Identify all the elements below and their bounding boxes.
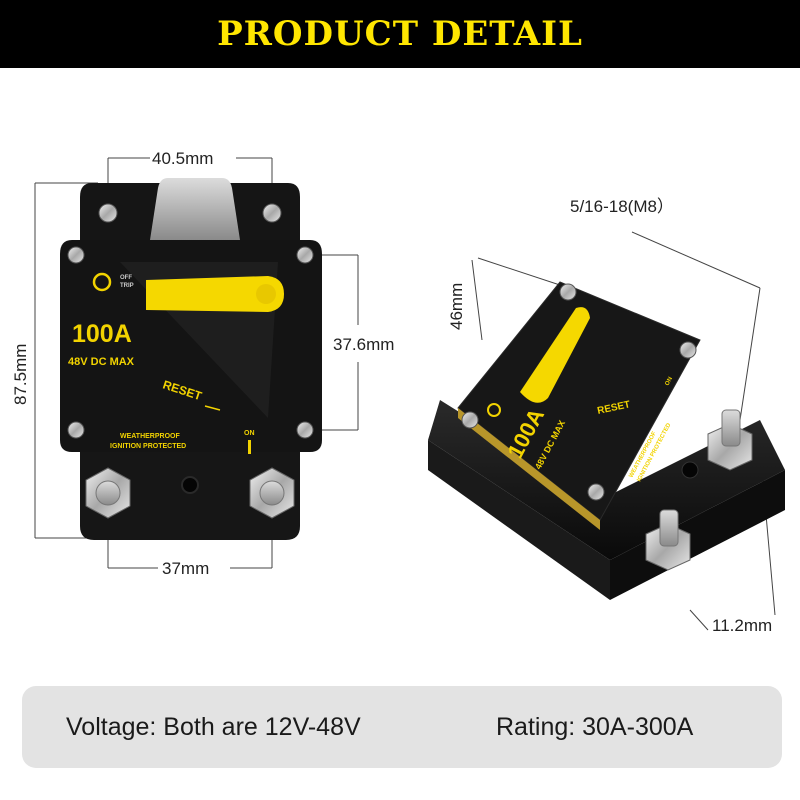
- trip-label: TRIP: [120, 283, 134, 289]
- ignition-protected-label: IGNITION PROTECTED: [110, 443, 186, 450]
- rating-label: 100A: [72, 320, 132, 348]
- dim-thread: 5/16-18(M8）: [570, 197, 674, 216]
- top-bracket: [150, 178, 240, 240]
- voltage-spec: Voltage: Both are 12V-48V: [66, 713, 361, 741]
- base-front: [428, 440, 610, 600]
- screw-icon: [67, 203, 314, 439]
- off-indicator-icon: [487, 403, 501, 417]
- dim-hole-spacing: 37.6mm: [333, 335, 394, 354]
- on-indicator-icon: [248, 440, 251, 454]
- mount-hole: [181, 476, 199, 494]
- dim-depth: 46mm: [447, 283, 466, 330]
- weatherproof-label: WEATHERPROOF: [120, 433, 180, 440]
- angled-view: 100A 48V DC MAX RESET WEATHERPROOF IGNIT…: [428, 197, 785, 635]
- header-banner: PRODUCT DETAIL: [0, 0, 800, 68]
- angled-top-face: [457, 281, 701, 521]
- page-title: PRODUCT DETAIL: [217, 14, 583, 54]
- lower-plate: [80, 452, 300, 540]
- front-view: OFF TRIP 100A 48V DC MAX RESET WEATHERPR…: [11, 149, 394, 578]
- dim-terminal-spacing: 37mm: [162, 559, 209, 578]
- dim-base-height: 11.2mm: [712, 616, 772, 635]
- dim-height: 87.5mm: [11, 344, 30, 405]
- terminal-bolt-icon: [645, 409, 753, 571]
- spec-footer: Voltage: Both are 12V-48V Rating: 30A-30…: [22, 686, 782, 768]
- terminal-bolt-icon: [85, 467, 295, 519]
- off-indicator-icon: [92, 272, 112, 292]
- lever-handle[interactable]: [146, 276, 284, 312]
- base-side: [610, 470, 785, 600]
- gold-trim: [458, 408, 600, 530]
- on-label: ON: [244, 430, 255, 437]
- reset-arrow-icon: [204, 405, 221, 411]
- lever-pivot: [256, 284, 276, 304]
- voltage-label: 48V DC MAX: [68, 356, 135, 368]
- angled-on-label: ON: [664, 376, 674, 387]
- angled-lever-handle[interactable]: [520, 307, 590, 403]
- rating-spec: Rating: 30A-300A: [496, 713, 694, 741]
- screw-icon: [461, 283, 697, 501]
- dim-top-width: 40.5mm: [152, 149, 213, 168]
- product-figure: OFF TRIP 100A 48V DC MAX RESET WEATHERPR…: [11, 149, 785, 635]
- mount-hole: [681, 461, 699, 479]
- off-label: OFF: [120, 275, 132, 281]
